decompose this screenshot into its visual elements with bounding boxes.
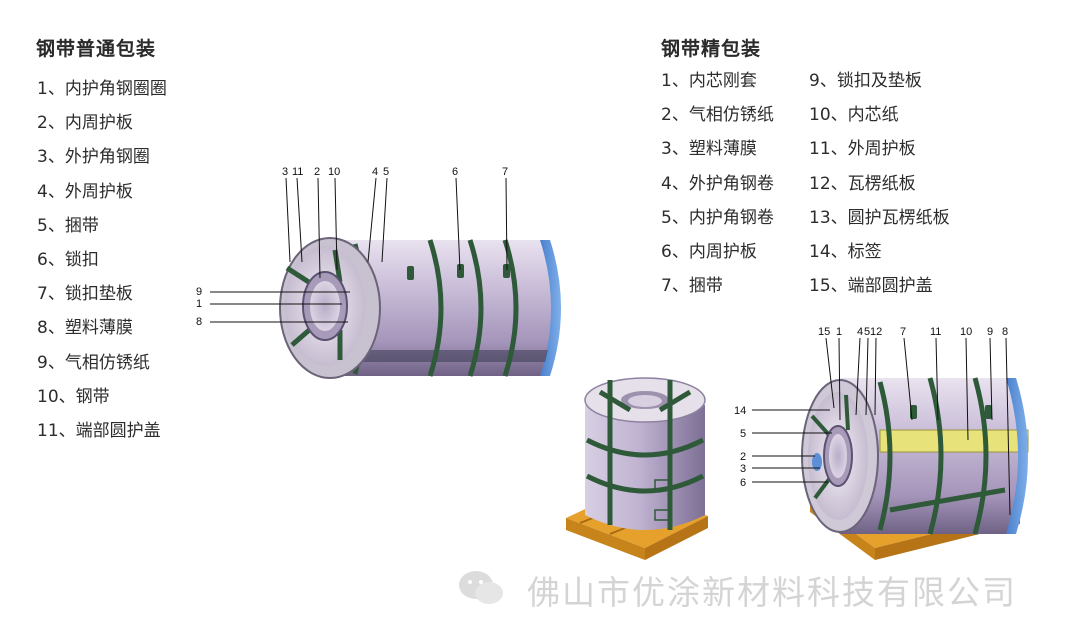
list-item: 10、钢带 — [37, 386, 110, 407]
callout-label: 6 — [452, 166, 458, 178]
company-watermark: 佛山市优涂新材料科技有限公司 — [527, 573, 1017, 612]
callout-label: 15 — [818, 326, 830, 338]
standard-coil: 3 11 2 10 4 5 6 7 9 1 8 — [196, 166, 561, 379]
list-item: 1、内芯刚套 — [661, 71, 757, 91]
wechat-icon — [459, 571, 503, 604]
callout-label: 10 — [960, 326, 972, 338]
callout-label: 5 — [740, 428, 746, 440]
list-item: 8、塑料薄膜 — [37, 318, 133, 339]
callout-label: 10 — [328, 166, 340, 178]
callout-label: 7 — [900, 326, 906, 338]
callout-label: 8 — [1002, 326, 1008, 338]
callout-label: 3 — [740, 463, 746, 475]
list-item: 4、外周护板 — [37, 181, 133, 202]
callout-label: 5 — [383, 166, 389, 178]
callout-label: 1 — [836, 326, 842, 338]
list-item: 10、内芯纸 — [809, 105, 899, 126]
list-item: 4、外护角钢卷 — [661, 173, 774, 194]
callout-label: 4 — [857, 326, 863, 338]
list-item: 12、瓦楞纸板 — [809, 173, 916, 194]
list-item: 3、外护角钢圈 — [37, 147, 150, 168]
callout-label: 6 — [740, 477, 746, 489]
vertical-coil-on-pallet — [566, 377, 708, 560]
standard-packaging-title: 钢带普通包装 — [36, 38, 157, 60]
list-item: 1、内护角钢圈圈 — [37, 79, 167, 99]
standard-packaging-list: 1、内护角钢圈圈 2、内周护板 3、外护角钢圈 4、外周护板 5、捆带 6、锁扣… — [37, 72, 167, 448]
list-item: 6、内周护板 — [661, 242, 757, 263]
callout-label: 11 — [292, 166, 303, 178]
callout-label: 8 — [196, 316, 202, 328]
callout-label: 5 — [864, 326, 870, 338]
callout-label: 11 — [930, 326, 941, 338]
callout-label: 3 — [282, 166, 288, 178]
list-item: 3、塑料薄膜 — [661, 139, 757, 160]
callout-label: 7 — [502, 166, 508, 178]
list-item: 9、气相仿锈纸 — [37, 352, 150, 373]
callout-label: 9 — [987, 326, 993, 338]
fine-packaging-list-col2: 9、锁扣及垫板 10、内芯纸 11、外周护板 12、瓦楞纸板 13、圆护瓦楞纸板… — [809, 64, 950, 303]
list-item: 13、圆护瓦楞纸板 — [809, 207, 950, 228]
list-item: 2、气相仿锈纸 — [661, 105, 774, 126]
list-item: 6、锁扣 — [37, 250, 99, 271]
callout-label: 1 — [196, 298, 202, 310]
list-item: 5、捆带 — [37, 215, 99, 236]
callout-label: 2 — [740, 451, 746, 463]
fine-packaging-coil: 15 1 4 5 12 7 11 10 9 8 14 5 2 3 6 — [734, 326, 1029, 560]
callout-label: 4 — [372, 166, 378, 178]
list-item: 11、端部圆护盖 — [37, 421, 161, 442]
list-item: 9、锁扣及垫板 — [809, 71, 922, 91]
list-item: 11、外周护板 — [809, 139, 916, 160]
fine-packaging-list-col1: 1、内芯刚套 2、气相仿锈纸 3、塑料薄膜 4、外护角钢卷 5、内护角钢卷 6、… — [661, 64, 774, 303]
list-item: 14、标签 — [809, 242, 882, 263]
list-item: 5、内护角钢卷 — [661, 207, 774, 228]
list-item: 2、内周护板 — [37, 113, 133, 134]
fine-packaging-title: 钢带精包装 — [661, 38, 762, 60]
list-item: 15、端部圆护盖 — [809, 276, 933, 297]
callout-label: 2 — [314, 166, 320, 178]
list-item: 7、捆带 — [661, 276, 723, 297]
callout-label: 9 — [196, 286, 202, 298]
callout-label: 12 — [870, 326, 882, 338]
list-item: 7、锁扣垫板 — [37, 284, 133, 305]
callout-label: 14 — [734, 405, 746, 417]
